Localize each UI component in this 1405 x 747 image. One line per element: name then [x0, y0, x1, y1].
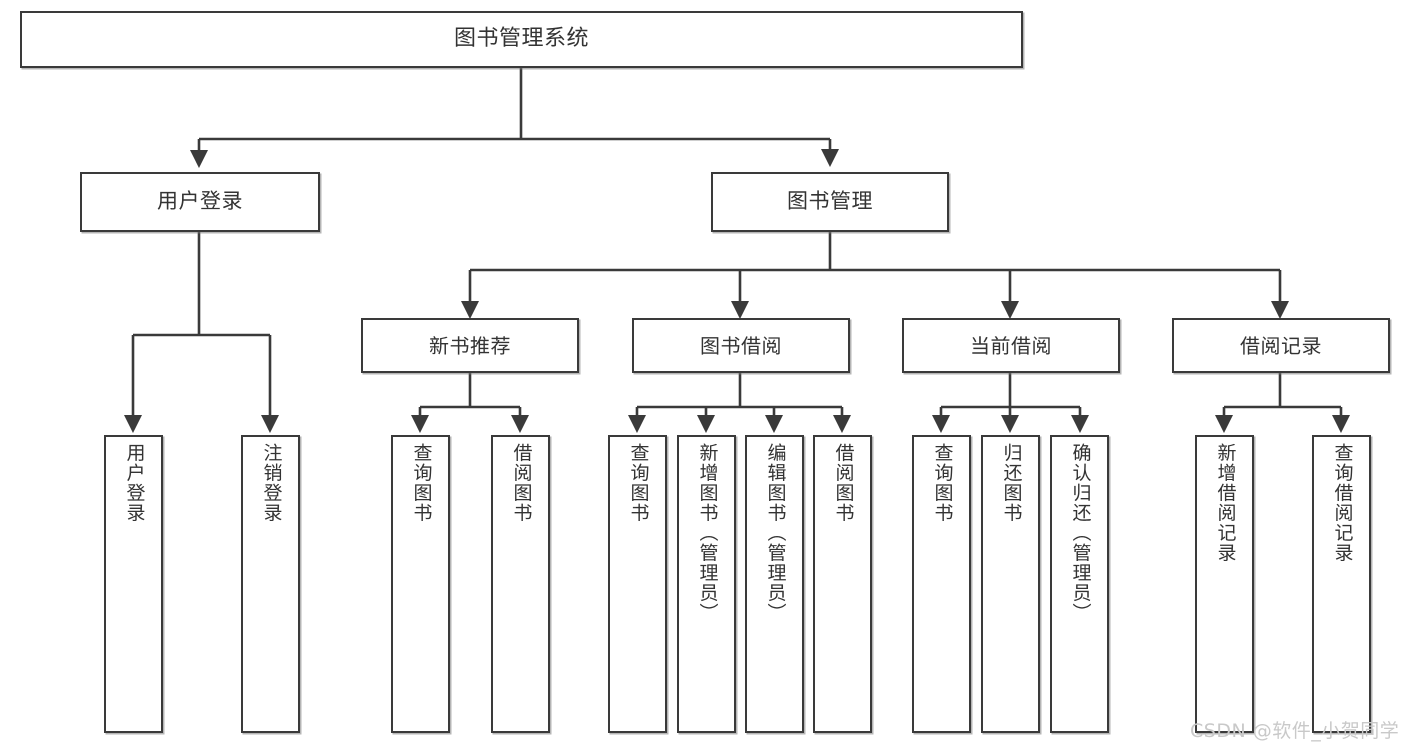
- leaf-book-borrow-query-books[interactable]: 查询图书: [608, 435, 667, 733]
- node-label: 借阅记录: [1240, 333, 1322, 358]
- node-current-borrow[interactable]: 当前借阅: [902, 318, 1120, 373]
- node-label: 新增图书（管理员）: [696, 443, 719, 623]
- leaf-book-borrow-edit-book-admin[interactable]: 编辑图书（管理员）: [745, 435, 804, 733]
- node-label: 查询图书: [410, 443, 433, 523]
- leaf-book-borrow-add-book-admin[interactable]: 新增图书（管理员）: [677, 435, 736, 733]
- node-new-book-recommend[interactable]: 新书推荐: [361, 318, 579, 373]
- leaf-current-borrow-query-books[interactable]: 查询图书: [912, 435, 971, 733]
- leaf-current-borrow-return-books[interactable]: 归还图书: [981, 435, 1040, 733]
- leaf-borrow-record-add-record[interactable]: 新增借阅记录: [1195, 435, 1254, 733]
- node-user-login[interactable]: 用户登录: [80, 172, 320, 232]
- leaf-current-borrow-confirm-return-admin[interactable]: 确认归还（管理员）: [1050, 435, 1109, 733]
- node-label: 编辑图书（管理员）: [764, 443, 787, 623]
- node-label: 图书借阅: [700, 333, 782, 358]
- node-label: 注销登录: [260, 443, 283, 523]
- node-label: 当前借阅: [970, 333, 1052, 358]
- node-label: 借阅图书: [832, 443, 855, 523]
- node-label: 用户登录: [157, 189, 243, 214]
- node-label: 借阅图书: [510, 443, 533, 523]
- node-label: 图书管理: [787, 189, 873, 214]
- node-label: 图书管理系统: [453, 26, 589, 52]
- leaf-borrow-record-query-record[interactable]: 查询借阅记录: [1312, 435, 1371, 733]
- node-label: 新书推荐: [429, 333, 511, 358]
- leaf-user-login-logout[interactable]: 注销登录: [241, 435, 300, 733]
- node-book-management[interactable]: 图书管理: [711, 172, 949, 232]
- node-label: 查询借阅记录: [1331, 443, 1354, 563]
- node-borrow-record[interactable]: 借阅记录: [1172, 318, 1390, 373]
- leaf-user-login-login[interactable]: 用户登录: [104, 435, 163, 733]
- node-label: 归还图书: [1000, 443, 1023, 523]
- leaf-book-borrow-borrow-books[interactable]: 借阅图书: [813, 435, 872, 733]
- leaf-new-book-borrow-books[interactable]: 借阅图书: [491, 435, 550, 733]
- node-root-book-management-system[interactable]: 图书管理系统: [20, 11, 1023, 68]
- node-label: 查询图书: [931, 443, 954, 523]
- node-book-borrow[interactable]: 图书借阅: [632, 318, 850, 373]
- node-label: 新增借阅记录: [1214, 443, 1237, 563]
- node-label: 用户登录: [123, 443, 146, 523]
- leaf-new-book-query-books[interactable]: 查询图书: [391, 435, 450, 733]
- node-label: 查询图书: [627, 443, 650, 523]
- node-label: 确认归还（管理员）: [1069, 443, 1092, 623]
